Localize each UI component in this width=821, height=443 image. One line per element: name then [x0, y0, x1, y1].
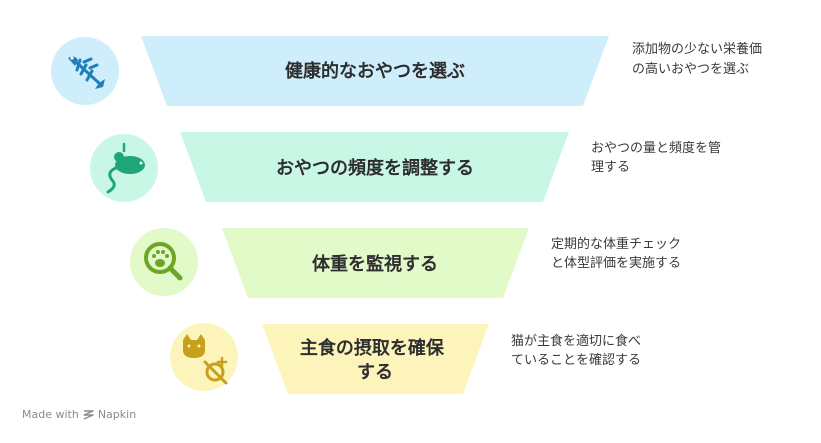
made-with-label: Made with [22, 408, 79, 421]
step-3-title: 体重を監視する [312, 253, 438, 275]
step-1-title: 健康的なおやつを選ぶ [285, 60, 465, 82]
footer-credit: Made with Napkin [22, 408, 136, 421]
funnel-step-1: 健康的なおやつを選ぶ 添加物の少ない栄養価 の高いおやつを選ぶ [51, 36, 766, 106]
icon-circle-4 [170, 323, 238, 391]
funnel-band-4 [262, 324, 489, 394]
step-3-description: 定期的な体重チェック と体型評価を実施する [551, 236, 685, 271]
funnel-step-3: 体重を監視する 定期的な体重チェック と体型評価を実施する [130, 228, 685, 298]
funnel-band-3 [222, 228, 529, 298]
step-2-description: おやつの量と頻度を管 理する [591, 140, 725, 175]
cat-food-icon [183, 334, 228, 385]
napkin-brand-label: Napkin [97, 408, 137, 421]
funnel-step-4: 主食の摂取を確保 する 猫が主食を適切に食べ ていることを確認する [170, 323, 645, 394]
funnel-band-1 [141, 36, 609, 106]
fish-bone-icon [68, 56, 105, 89]
step-4-title: 主食の摂取を確保 する [300, 337, 450, 383]
napkin-logo-icon [83, 410, 94, 420]
step-4-description: 猫が主食を適切に食べ ていることを確認する [511, 333, 645, 368]
step-2-title: おやつの頻度を調整する [276, 157, 474, 179]
funnel-step-2: おやつの頻度を調整する おやつの量と頻度を管 理する [90, 132, 725, 202]
step-1-description: 添加物の少ない栄養価 の高いおやつを選ぶ [632, 41, 766, 77]
toy-mouse-icon [106, 142, 145, 194]
funnel-band-2 [180, 132, 569, 202]
paw-magnifier-icon [144, 242, 183, 281]
